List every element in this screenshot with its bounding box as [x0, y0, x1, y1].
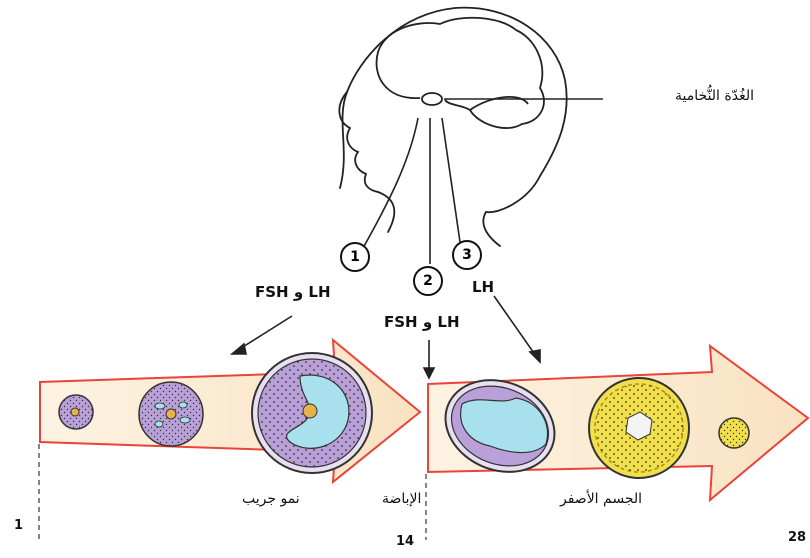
- pathway-2-hormones: LH و FSH: [384, 313, 460, 331]
- pathway-3-circle: 3: [452, 240, 482, 270]
- ovulation-label: الإباضة: [382, 491, 421, 507]
- secondary-follicle: [139, 382, 203, 446]
- pathway-1-hormones: LH و FSH: [255, 283, 331, 301]
- pathway-2-circle: 2: [413, 266, 443, 296]
- corpus-albicans: [719, 418, 749, 448]
- pathway-3-hormones: LH: [472, 278, 494, 296]
- mature-follicle: [252, 353, 372, 473]
- day-start: 1: [14, 518, 23, 533]
- corpus-luteum: [589, 378, 689, 478]
- pathway-1-circle: 1: [340, 242, 370, 272]
- day-end: 28: [788, 530, 806, 545]
- day-ovulation: 14: [396, 534, 414, 549]
- primary-follicle: [59, 395, 93, 429]
- corpus-luteum-label: الجسم الأصفر: [560, 491, 642, 507]
- brain-outline: [377, 18, 544, 128]
- follicle-growth-label: نمو جريب: [242, 491, 300, 507]
- day-markers: [39, 444, 426, 540]
- pituitary-gland-label: الغُدّة النُّخامية: [675, 88, 754, 104]
